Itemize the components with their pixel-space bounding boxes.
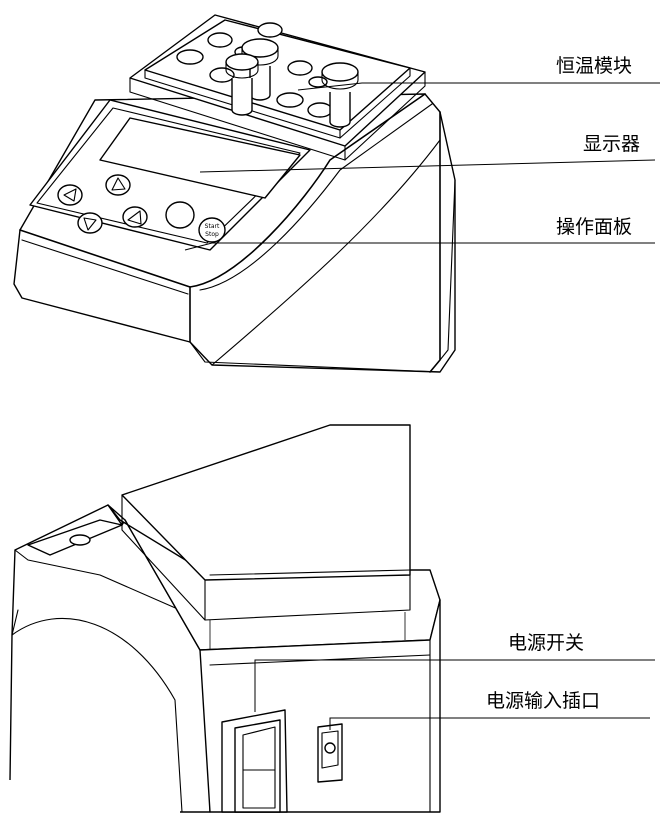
label-display: 显示器: [583, 133, 640, 155]
button-right-arrow[interactable]: [122, 206, 148, 228]
button-left-arrow[interactable]: [57, 184, 83, 206]
label-power-switch: 电源开关: [508, 632, 584, 654]
rear-view-device: [9, 424, 441, 813]
start-stop-button[interactable]: Start Stop: [198, 217, 226, 243]
label-control-panel: 操作面板: [556, 216, 632, 238]
power-switch[interactable]: [221, 709, 288, 813]
label-thermo-block: 恒温模块: [556, 55, 632, 77]
display-window: [99, 117, 301, 199]
button-down-arrow[interactable]: [77, 212, 103, 234]
start-label: Start: [205, 223, 220, 230]
tube-3: [321, 62, 359, 128]
panel-buttons: Start Stop: [57, 174, 226, 243]
button-up-arrow[interactable]: [105, 174, 131, 196]
tube-1: [241, 38, 279, 101]
button-set[interactable]: [165, 201, 195, 229]
power-input-socket[interactable]: [317, 723, 343, 783]
tube-2: [225, 53, 259, 116]
label-power-input: 电源输入插口: [486, 690, 600, 712]
leader-lines-top: [184, 82, 660, 251]
stop-label: Stop: [205, 231, 219, 238]
thermo-block: [129, 14, 426, 161]
leader-lines-bottom: [254, 659, 655, 730]
